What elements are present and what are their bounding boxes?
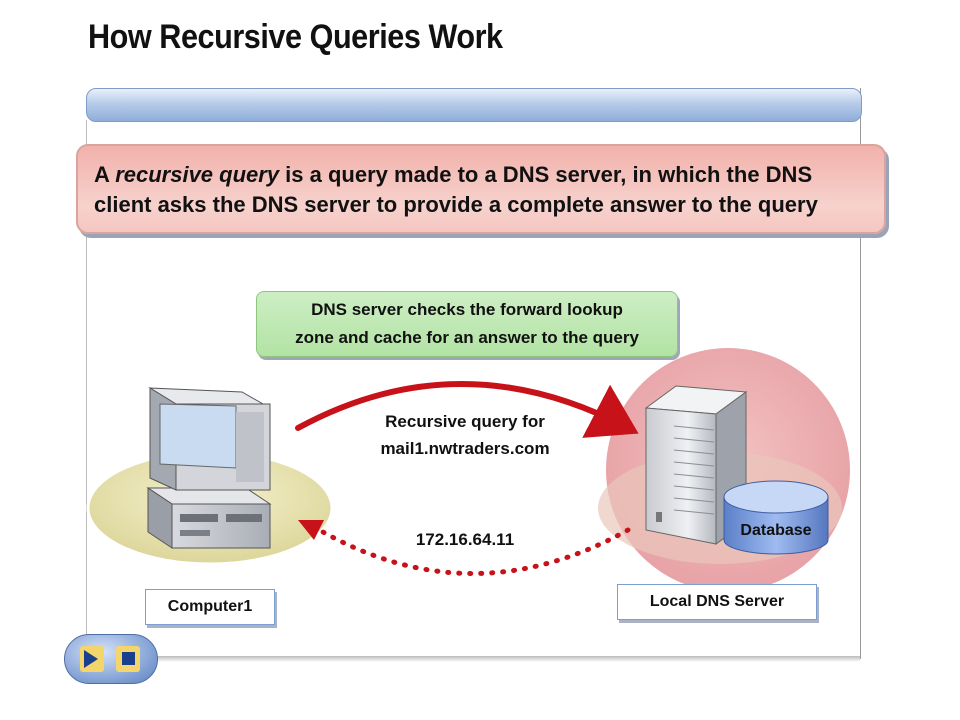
client-label: Computer1 <box>145 589 275 625</box>
database-label: Database <box>740 522 812 539</box>
answer-arrow <box>313 525 631 576</box>
query-label: Recursive query for mail1.nwtraders.com <box>330 408 600 462</box>
answer-arrowhead <box>298 520 324 540</box>
server-check-callout: DNS server checks the forward lookup zon… <box>256 291 678 357</box>
play-icon <box>84 650 98 668</box>
answer-ip-label: 172.16.64.11 <box>415 530 515 549</box>
server-check-line2: zone and cache for an answer to the quer… <box>295 328 639 347</box>
definition-callout: A recursive query is a query made to a D… <box>76 144 886 234</box>
query-arrow <box>295 381 639 438</box>
server-check-line1: DNS server checks the forward lookup <box>311 300 623 319</box>
query-label-line1: Recursive query for <box>385 412 545 431</box>
panel-border <box>86 120 87 660</box>
query-domain: mail1.nwtraders.com <box>380 439 550 458</box>
desktop-computer-icon <box>146 387 272 549</box>
server-label: Local DNS Server <box>617 584 817 620</box>
panel-shadow <box>90 656 860 662</box>
definition-text-rest: is a query made to a DNS server, in whic… <box>94 162 818 217</box>
slide-nav-control[interactable] <box>64 634 158 684</box>
panel-header-bar <box>86 88 862 122</box>
definition-term: recursive query <box>115 162 280 187</box>
definition-text-start: A <box>94 162 116 187</box>
page-title: How Recursive Queries Work <box>88 18 503 56</box>
stop-icon <box>122 652 135 665</box>
database-cylinder-icon <box>723 480 829 555</box>
